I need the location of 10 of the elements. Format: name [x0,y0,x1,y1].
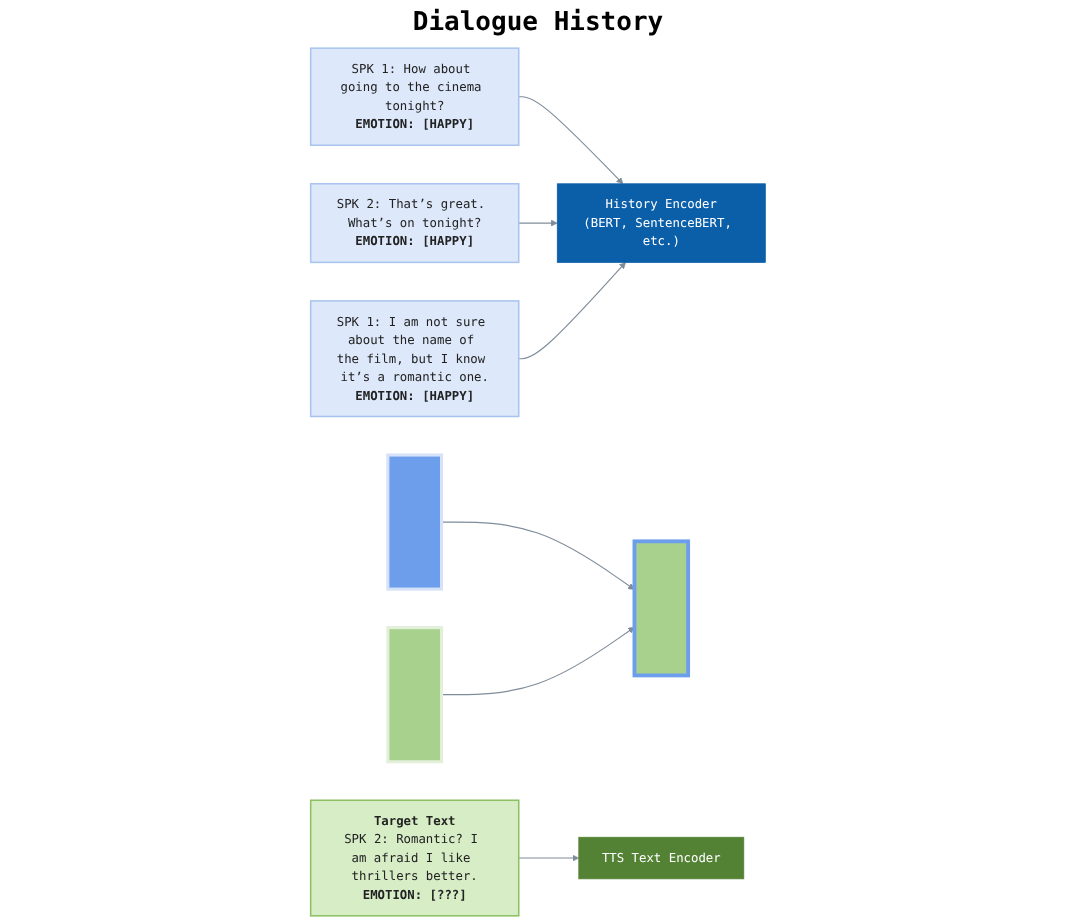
node-bar [386,626,444,764]
arrow [440,626,635,696]
arrow [518,262,626,360]
arrow [518,854,580,862]
node-bar [632,539,691,678]
arrow [518,96,624,185]
arrow [440,521,635,590]
heading-text: Dialogue History [412,8,664,38]
node-bar [386,453,444,591]
arrow [518,219,558,227]
